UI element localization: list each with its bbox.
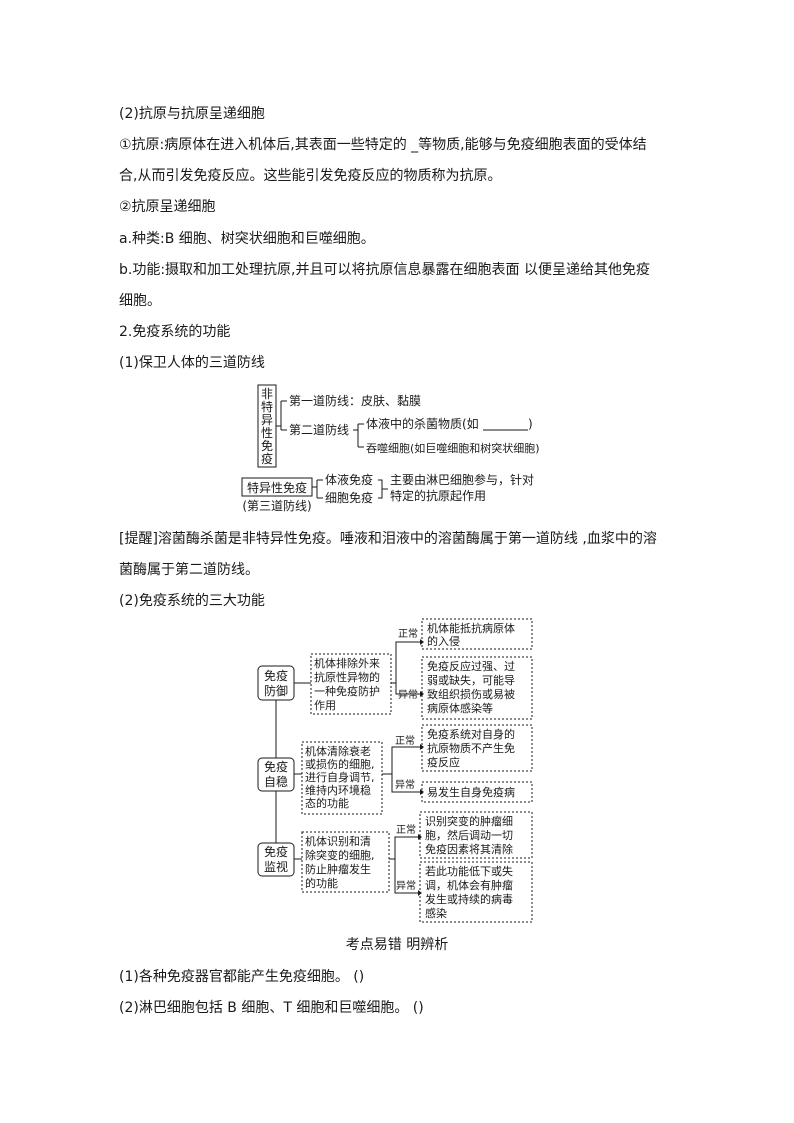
function-name: 免疫	[264, 668, 288, 683]
nonspecific-char: 异	[261, 413, 273, 427]
normal-result: 识别突变的肿瘤细	[425, 814, 513, 828]
nonspecific-char: 非	[261, 387, 273, 401]
nonspecific-char: 性	[261, 426, 273, 440]
humoral-immunity: 体液免疫	[325, 472, 373, 487]
phagocytes: 吞噬细胞(如巨噬细胞和树突状细胞)	[366, 441, 540, 455]
cellular-immunity: 细胞免疫	[325, 490, 373, 505]
function-desc: 的功能	[305, 876, 338, 890]
apc-function-line2: 细胞。	[119, 293, 161, 309]
function-desc: 除突变的细胞,	[305, 848, 375, 862]
normal-result: 机体能抵抗病原体	[427, 621, 515, 635]
abnormal-result: 病原体感染等	[427, 701, 493, 715]
question-2: (2)淋巴细胞包括 B 细胞、T 细胞和巨噬细胞。 ()	[119, 1000, 424, 1016]
function-desc: 一种免疫防护	[314, 684, 380, 698]
function-name: 防御	[264, 683, 288, 698]
reminder-line2: 菌酶属于第二道防线。	[119, 562, 259, 578]
body-fluid-substances: 体液中的杀菌物质(如	[366, 416, 479, 431]
apc-types: a.种类:B 细胞、树突状细胞和巨噬细胞。	[119, 231, 375, 247]
second-defense-line: 第二道防线	[289, 422, 349, 437]
section-heading-functions: 2.免疫系统的功能	[119, 324, 231, 340]
function-desc: 机体排除外来	[314, 656, 380, 670]
specific-note1: 主要由淋巴细胞参与，针对	[390, 472, 534, 487]
abnormal-result: 致组织损伤或易被	[427, 687, 515, 701]
first-defense-line: 第一道防线：皮肤、黏膜	[289, 393, 421, 408]
normal-result: 胞，然后调动一切	[425, 828, 513, 842]
abnormal-result: 免疫反应过强、过	[427, 659, 515, 673]
function-name: 监视	[264, 859, 288, 874]
nonspecific-char: 免	[261, 438, 273, 453]
function-desc: 维持内环境稳	[305, 783, 371, 797]
three-defense-heading: (1)保卫人体的三道防线	[119, 355, 265, 371]
apc-heading: ②抗原呈递细胞	[119, 199, 216, 215]
antigen-definition-line1: ①抗原:病原体在进入机体后,其表面一些特定的 _等物质,能够与免疫细胞表面的受体…	[119, 137, 647, 153]
function-desc: 防止肿瘤发生	[305, 862, 371, 876]
normal-result: 免疫因素将其清除	[425, 842, 513, 856]
antigen-definition-line2: 合,从而引发免疫反应。这些能引发免疫反应的物质称为抗原。	[119, 168, 502, 184]
function-name: 自稳	[264, 774, 288, 789]
abnormal-label: 异常	[396, 879, 416, 892]
nonspecific-char: 疫	[261, 451, 273, 466]
function-desc: 作用	[314, 699, 336, 712]
apc-function-line1: b.功能:摄取和加工处理抗原,并且可以将抗原信息暴露在细胞表面 以便呈递给其他免…	[119, 262, 650, 278]
question-1: (1)各种免疫器官都能产生免疫细胞。 ()	[119, 969, 365, 985]
function-desc: 进行自身调节,	[305, 770, 375, 784]
three-functions-heading: (2)免疫系统的三大功能	[119, 593, 265, 609]
normal-result: 免疫系统对自身的	[427, 727, 515, 741]
abnormal-result: 易发生自身免疫病	[427, 785, 515, 799]
function-desc: 或损伤的细胞,	[305, 757, 375, 771]
function-desc: 机体清除衰老	[305, 744, 371, 758]
abnormal-result: 调，机体会有肿瘤	[425, 878, 513, 892]
abnormal-label: 异常	[395, 778, 415, 791]
function-desc: 抗原性异物的	[314, 670, 380, 684]
function-name: 免疫	[264, 844, 288, 859]
close-paren: )	[528, 417, 533, 431]
reminder-line1: [提醒]溶菌酶杀菌是非特异性免疫。唾液和泪液中的溶菌酶属于第一道防线 ,血浆中的…	[119, 531, 657, 547]
function-desc: 态的功能	[305, 796, 349, 810]
normal-label: 正常	[398, 627, 418, 640]
nonspecific-char: 特	[261, 399, 273, 414]
specific-immunity: 特异性免疫	[247, 480, 307, 495]
normal-result: 的入侵	[427, 634, 460, 648]
function-name: 免疫	[264, 759, 288, 774]
normal-result: 疫反应	[427, 755, 460, 769]
abnormal-result: 感染	[425, 906, 447, 920]
normal-label: 正常	[395, 734, 415, 747]
abnormal-label: 异常	[398, 688, 418, 701]
normal-label: 正常	[396, 823, 416, 836]
abnormal-result: 发生或持续的病毒	[425, 892, 513, 906]
abnormal-result: 若此功能低下或失	[425, 864, 513, 878]
subheading-antigen: (2)抗原与抗原呈递细胞	[119, 106, 265, 122]
abnormal-result: 弱或缺失，可能导	[427, 673, 515, 687]
normal-result: 抗原物质不产生免	[427, 741, 515, 755]
function-desc: 机体识别和清	[305, 834, 371, 848]
third-defense-line: (第三道防线)	[242, 498, 311, 513]
error-check-heading: 考点易错 明辨析	[345, 937, 449, 953]
specific-note2: 特定的抗原起作用	[390, 488, 486, 503]
